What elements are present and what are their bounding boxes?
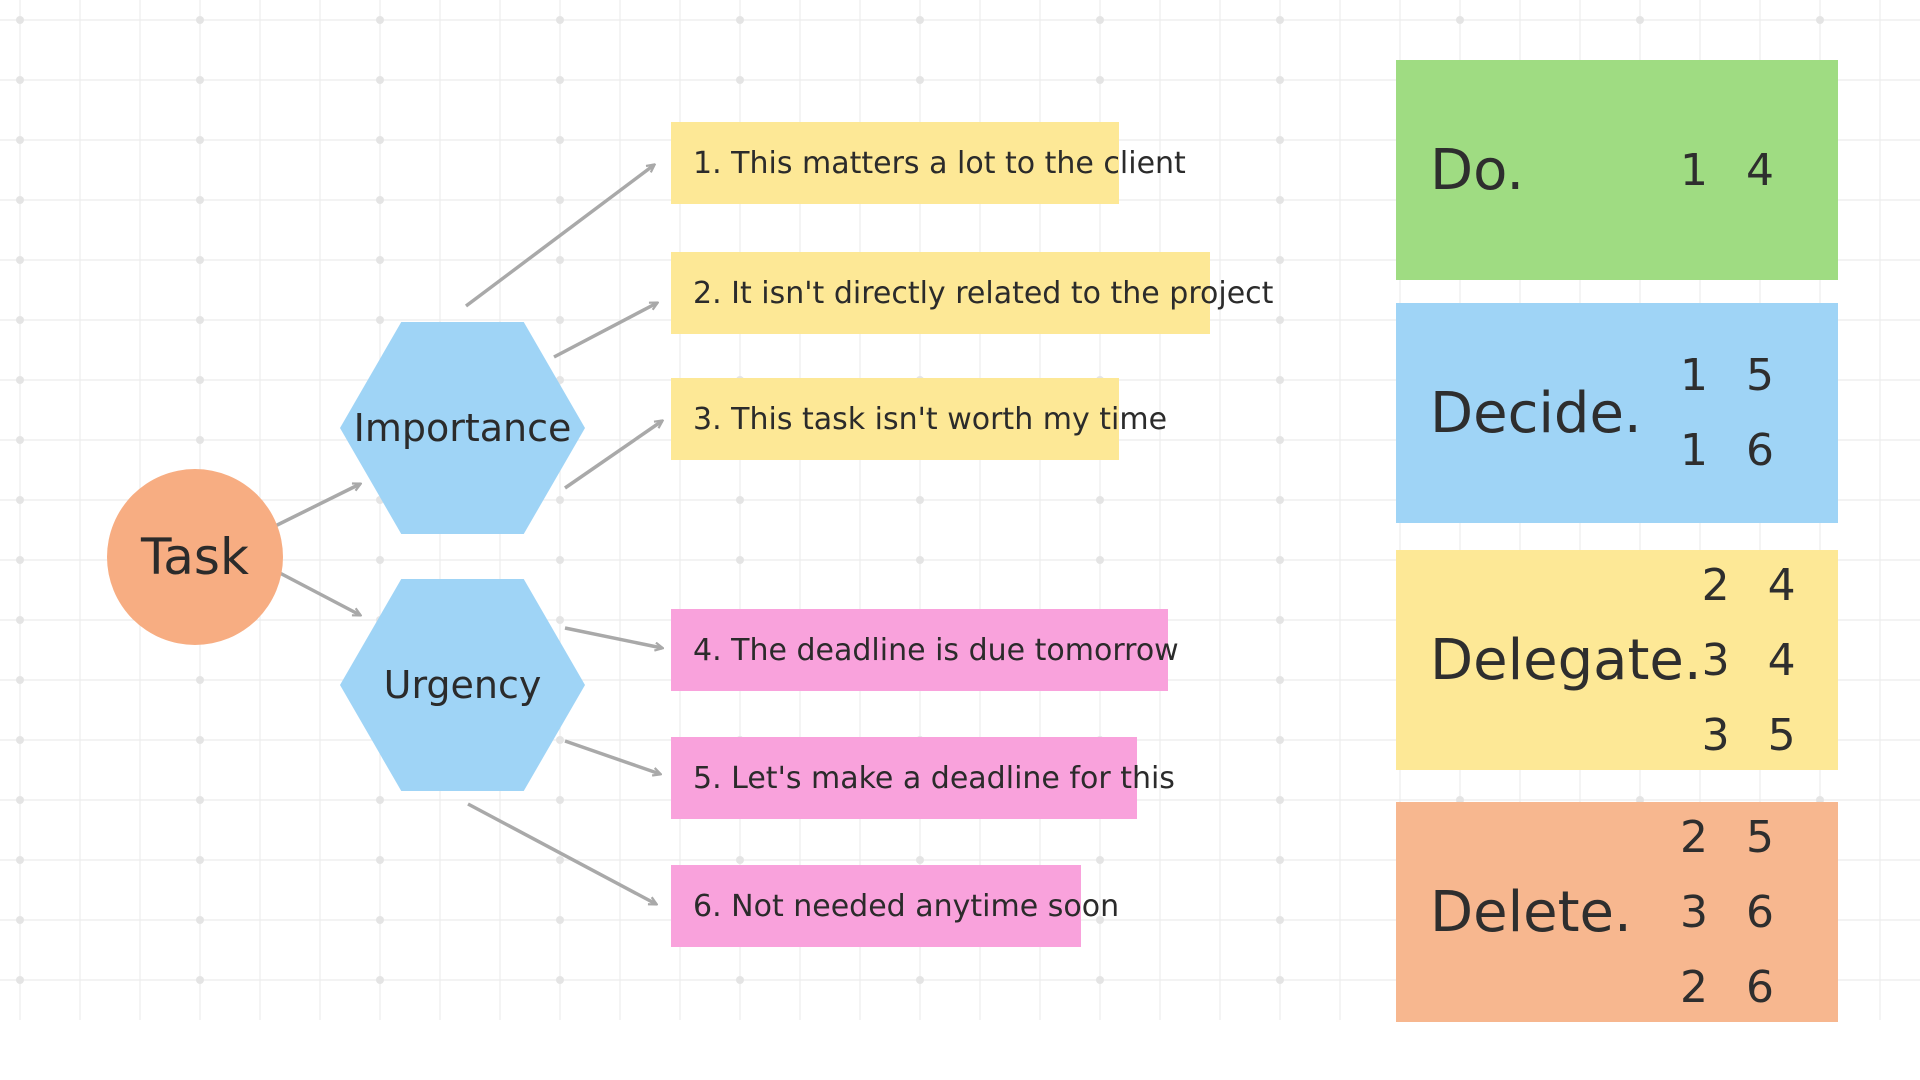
action-card-do: Do. 1 4 bbox=[1396, 60, 1838, 280]
urgency-note-6: 6. Not needed anytime soon bbox=[671, 865, 1119, 947]
importance-note-2: 2. It isn't directly related to the proj… bbox=[671, 252, 1273, 334]
importance-note-1: 1. This matters a lot to the client bbox=[671, 122, 1186, 204]
combo-list-decide: 1 5 1 6 bbox=[1680, 350, 1786, 476]
action-card-delete: Delete. 2 5 3 6 2 6 bbox=[1396, 802, 1838, 1022]
combo-delegate-2: 3 4 bbox=[1701, 634, 1808, 686]
arrow-urgency-to-note-4 bbox=[564, 626, 662, 648]
combo-delete-2: 3 6 bbox=[1680, 886, 1786, 938]
arrow-urgency-to-note-5 bbox=[564, 739, 660, 774]
urgency-note-6-text: 6. Not needed anytime soon bbox=[693, 888, 1120, 924]
action-name-delete: Delete. bbox=[1430, 879, 1632, 945]
action-name-decide: Decide. bbox=[1430, 380, 1642, 446]
urgency-note-4: 4. The deadline is due tomorrow bbox=[671, 609, 1179, 691]
combo-list-delete: 2 5 3 6 2 6 bbox=[1680, 812, 1786, 1013]
importance-note-2-text: 2. It isn't directly related to the proj… bbox=[693, 275, 1274, 311]
task-node: Task bbox=[107, 469, 283, 645]
action-name-do: Do. bbox=[1430, 137, 1525, 203]
action-name-delegate: Delegate. bbox=[1430, 627, 1702, 693]
action-card-delegate: Delegate. 2 4 3 4 3 5 bbox=[1396, 550, 1838, 770]
importance-note-3-text: 3. This task isn't worth my time bbox=[693, 401, 1168, 437]
combo-list-do: 1 4 bbox=[1680, 145, 1786, 196]
combo-delegate-3: 3 5 bbox=[1701, 709, 1808, 761]
combo-delete-1: 2 5 bbox=[1680, 811, 1786, 863]
combo-decide-1: 1 5 bbox=[1680, 350, 1786, 401]
task-label: Task bbox=[141, 528, 249, 586]
arrow-importance-to-note-1 bbox=[464, 165, 654, 308]
importance-label: Importance bbox=[353, 406, 572, 450]
urgency-note-5: 5. Let's make a deadline for this bbox=[671, 737, 1175, 819]
arrow-urgency-to-note-6 bbox=[467, 802, 656, 904]
importance-note-3: 3. This task isn't worth my time bbox=[671, 378, 1167, 460]
importance-note-1-text: 1. This matters a lot to the client bbox=[693, 145, 1186, 181]
arrow-importance-to-note-2 bbox=[553, 303, 657, 359]
combo-delegate-1: 2 4 bbox=[1701, 559, 1808, 611]
combo-list-delegate: 2 4 3 4 3 5 bbox=[1702, 560, 1808, 761]
urgency-label: Urgency bbox=[383, 663, 542, 707]
action-card-decide: Decide. 1 5 1 6 bbox=[1396, 303, 1838, 523]
urgency-note-5-text: 5. Let's make a deadline for this bbox=[693, 760, 1175, 796]
combo-decide-2: 1 6 bbox=[1680, 425, 1786, 476]
arrow-importance-to-note-3 bbox=[564, 421, 662, 490]
combo-delete-3: 2 6 bbox=[1680, 961, 1786, 1013]
urgency-note-4-text: 4. The deadline is due tomorrow bbox=[693, 632, 1179, 668]
combo-do-1: 1 4 bbox=[1680, 144, 1786, 196]
